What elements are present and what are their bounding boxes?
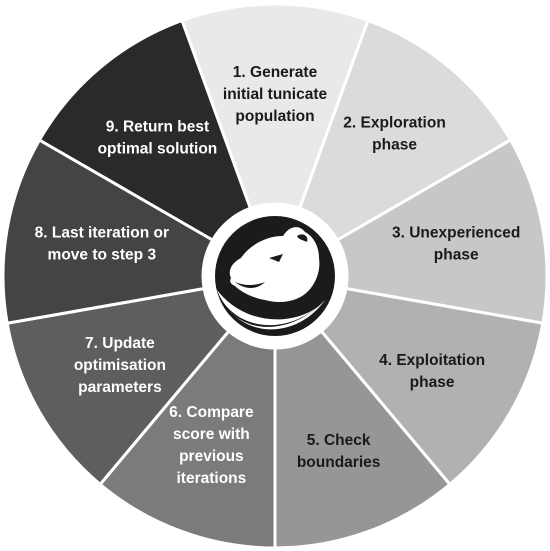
step-label-7: 7. Update optimisation parameters (74, 335, 166, 396)
step-label-line: phase (372, 137, 417, 154)
step-label-5: 5. Check boundaries (297, 432, 381, 471)
step-label-line: optimisation (74, 357, 166, 374)
center-logo (203, 204, 347, 348)
step-label-4: 4. Exploitation phase (379, 352, 485, 391)
step-label-3: 3. Unexperienced phase (392, 225, 520, 264)
step-label-line: 6. Compare (169, 404, 254, 421)
step-label-line: 7. Update (85, 335, 155, 352)
step-label-9: 9. Return best optimal solution (98, 119, 218, 158)
step-label-line: 2. Exploration (343, 115, 446, 132)
step-label-line: iterations (177, 470, 247, 487)
step-label-line: 9. Return best (106, 119, 209, 136)
step-label-line: phase (434, 247, 479, 264)
step-label-line: 8. Last iteration or (35, 225, 169, 242)
step-label-line: initial tunicate (223, 86, 328, 103)
step-label-line: 1. Generate (233, 64, 318, 81)
step-label-line: 5. Check (307, 432, 371, 449)
cycle-labels: 1. Generate initial tunicate population 2. … (35, 64, 521, 487)
step-label-line: optimal solution (98, 141, 218, 158)
step-label-line: 3. Unexperienced (392, 225, 520, 242)
step-label-8: 8. Last iteration or move to step 3 (35, 225, 169, 264)
step-label-1: 1. Generate initial tunicate population (223, 64, 328, 125)
step-label-line: parameters (78, 379, 162, 396)
step-label-2: 2. Exploration phase (343, 115, 446, 154)
step-label-line: boundaries (297, 454, 381, 471)
step-label-line: previous (179, 448, 244, 465)
panther-head-icon (217, 227, 325, 330)
step-label-line: move to step 3 (48, 247, 157, 264)
step-label-line: score with (173, 426, 250, 443)
step-label-line: phase (410, 374, 455, 391)
step-label-line: 4. Exploitation (379, 352, 485, 369)
step-label-6: 6. Compare score with previous iterations (169, 404, 254, 487)
step-label-line: population (235, 108, 314, 125)
